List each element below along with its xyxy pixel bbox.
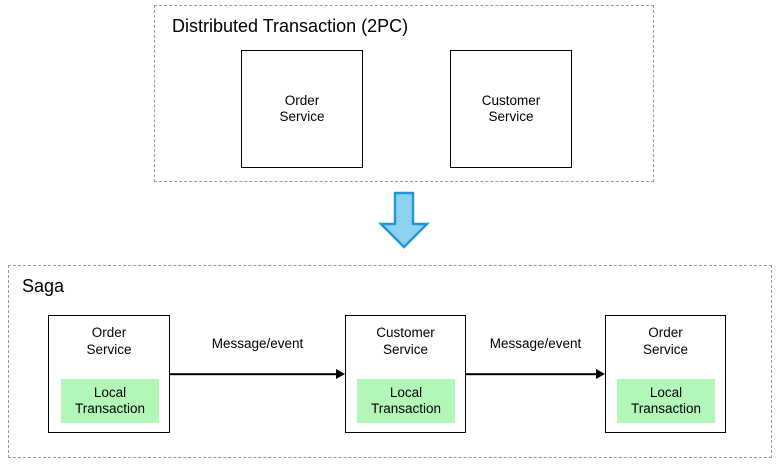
connector-label-1: Message/event xyxy=(211,336,304,351)
local-transaction-box: Local Transaction xyxy=(617,379,715,423)
connector-label-2: Message/event xyxy=(489,336,582,351)
distributed-transaction-group xyxy=(154,5,654,182)
service-label: Order Service xyxy=(642,325,688,357)
saga-service-box-order-service-1[interactable]: Order Service Local Transaction xyxy=(48,315,170,433)
down-arrow-icon xyxy=(378,191,430,249)
local-transaction-box: Local Transaction xyxy=(357,379,455,423)
service-label: Order Service xyxy=(279,92,325,125)
service-box-customer-service-2pc[interactable]: Customer Service xyxy=(450,50,572,168)
distributed-transaction-title: Distributed Transaction (2PC) xyxy=(172,16,409,36)
arrow-shaft xyxy=(466,373,597,375)
message-arrow-1 xyxy=(170,369,345,379)
arrow-head-icon xyxy=(336,369,345,379)
service-box-order-service-2pc[interactable]: Order Service xyxy=(241,50,363,168)
service-label: Order Service xyxy=(86,325,132,357)
saga-group xyxy=(8,265,772,458)
arrow-head-icon xyxy=(596,369,605,379)
service-label: Customer Service xyxy=(376,325,435,357)
local-transaction-label: Local Transaction xyxy=(370,384,442,417)
saga-service-box-order-service-2[interactable]: Order Service Local Transaction xyxy=(605,315,726,433)
local-transaction-box: Local Transaction xyxy=(61,379,159,423)
arrow-shaft xyxy=(170,373,337,375)
local-transaction-label: Local Transaction xyxy=(74,384,146,417)
saga-service-box-customer-service[interactable]: Customer Service Local Transaction xyxy=(345,315,466,433)
local-transaction-label: Local Transaction xyxy=(630,384,702,417)
service-label: Customer Service xyxy=(481,92,541,125)
message-arrow-2 xyxy=(466,369,605,379)
saga-title: Saga xyxy=(22,276,65,296)
